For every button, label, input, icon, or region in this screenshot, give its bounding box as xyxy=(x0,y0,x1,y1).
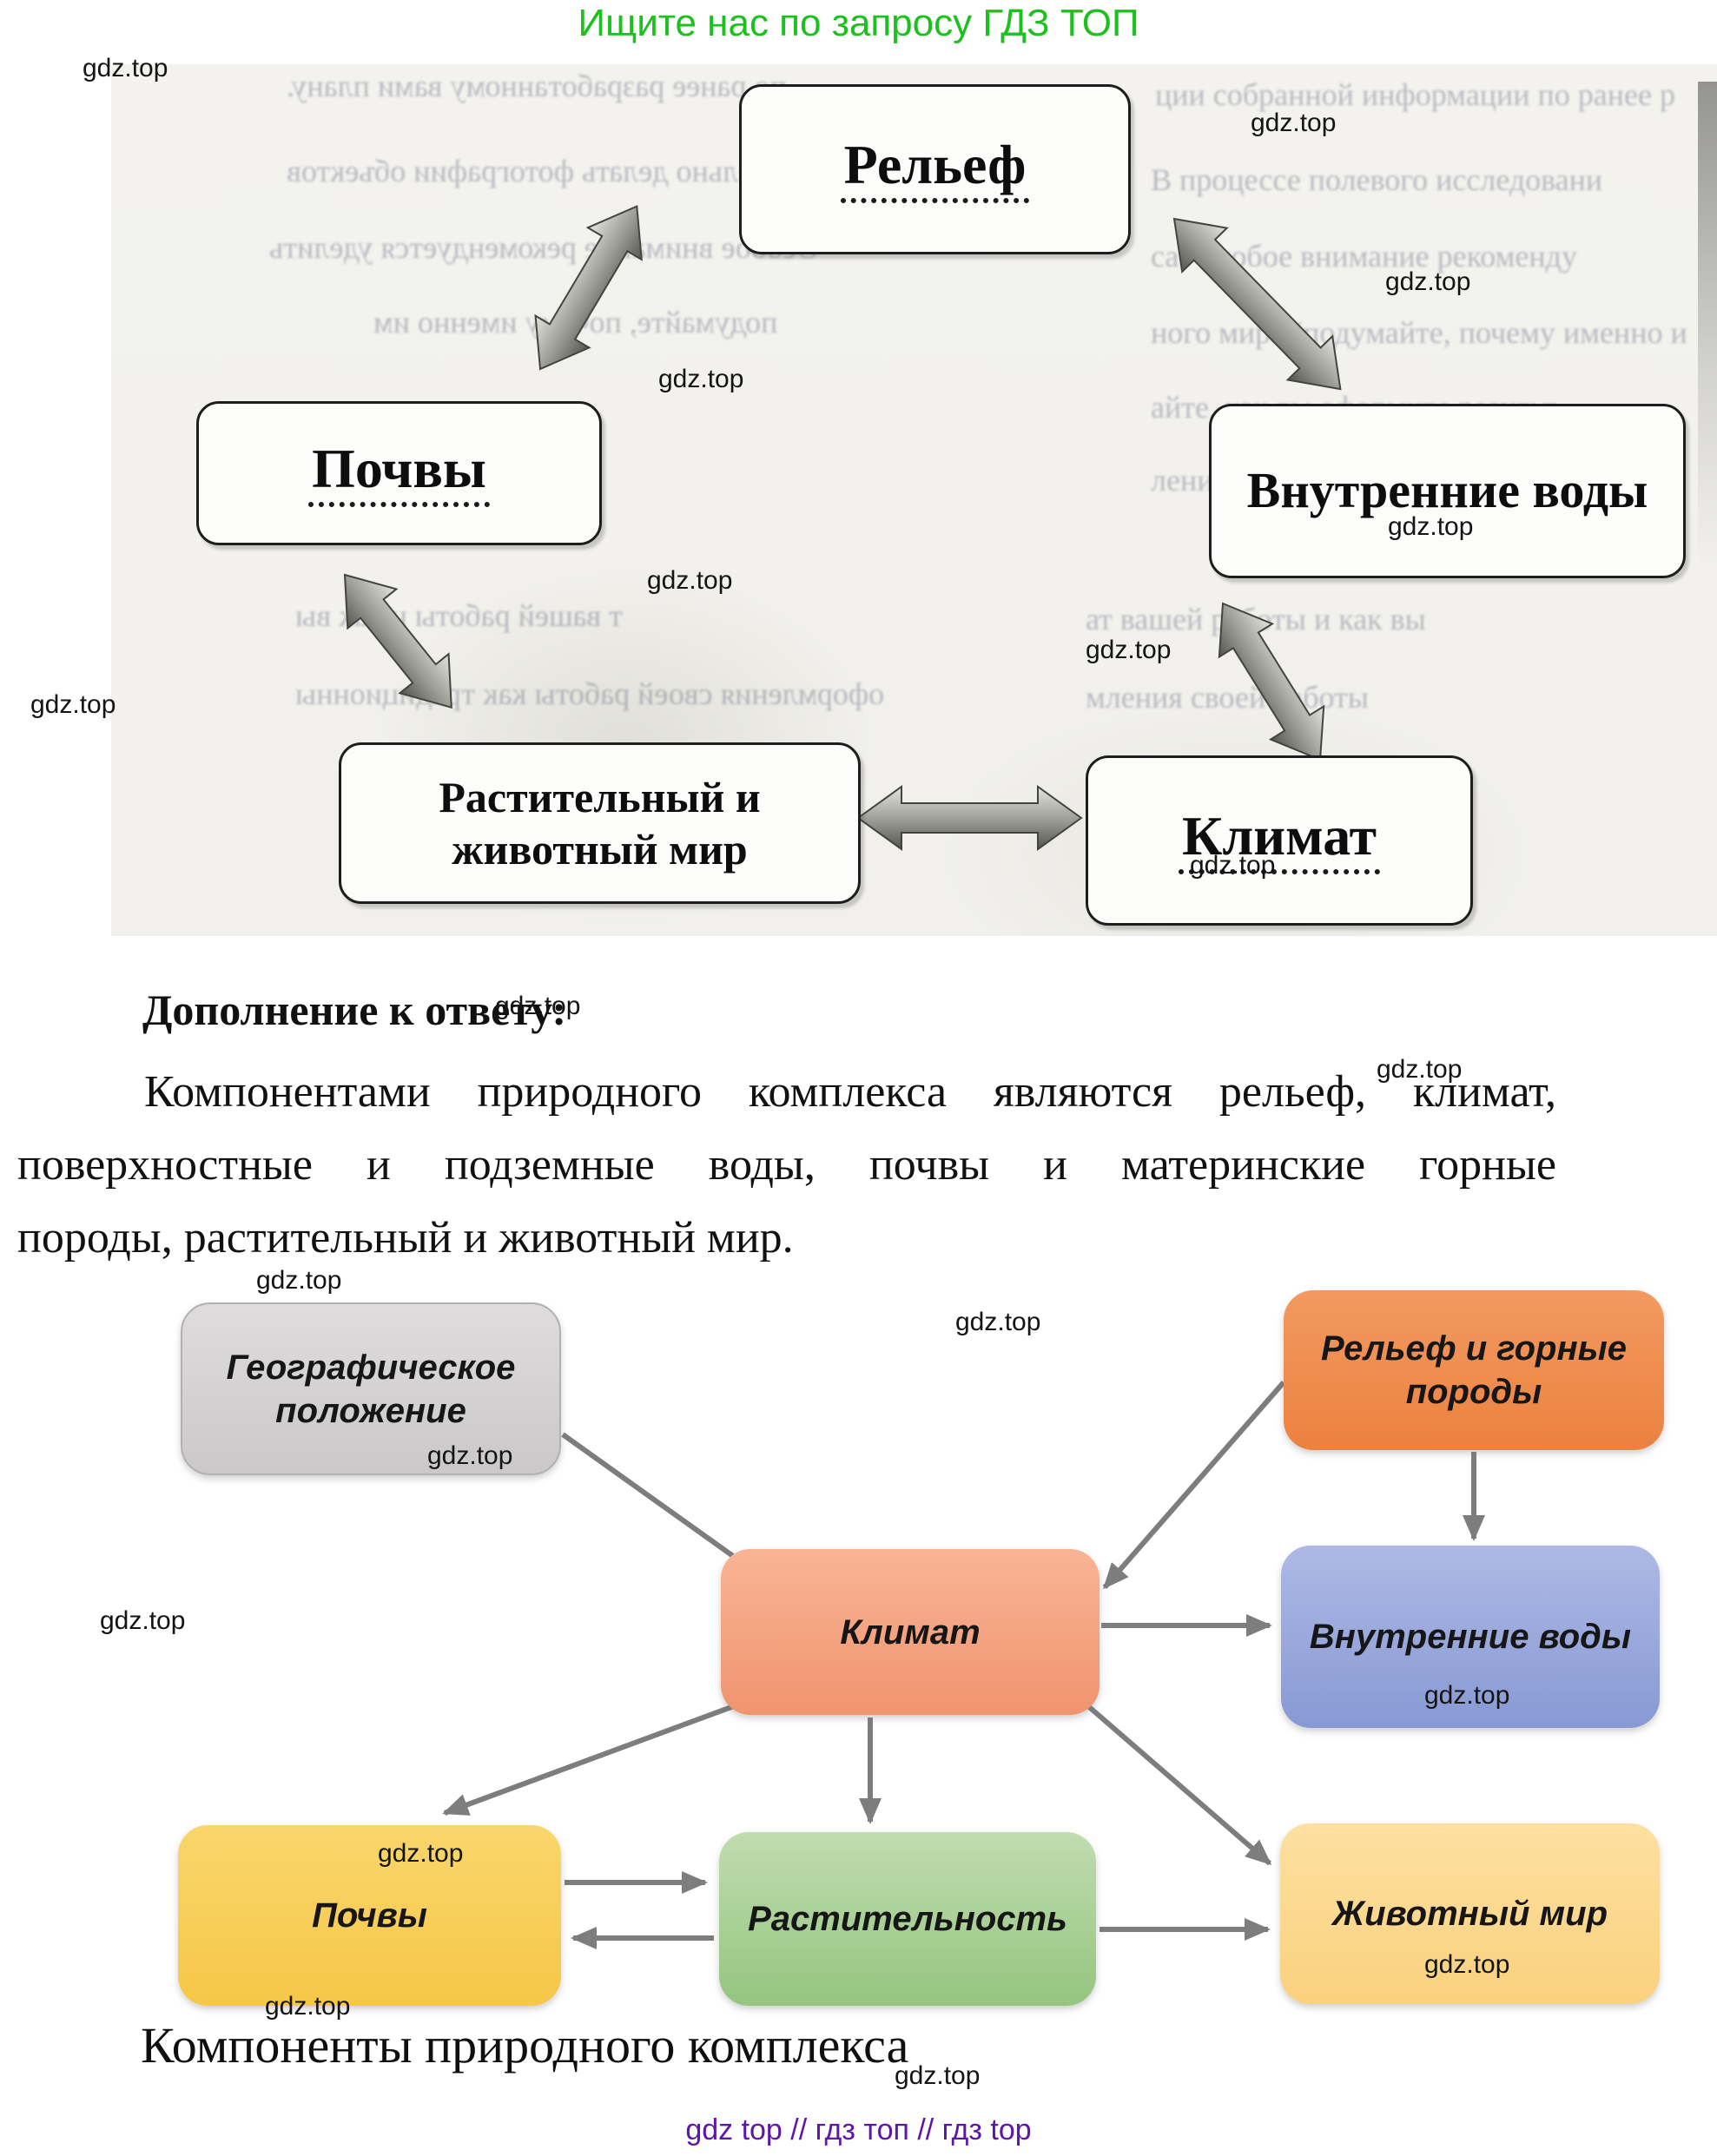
gdz-watermark: gdz.top xyxy=(427,1441,513,1470)
scan-bleed-text: ного мира (подумайте, почему именно и xyxy=(1151,315,1687,350)
gdz-watermark: gdz.top xyxy=(1424,1950,1510,1979)
gdz-watermark: gdz.top xyxy=(1086,636,1172,664)
gdz-watermark: gdz.top xyxy=(1251,109,1337,137)
node2-relief-rocks-label: Рельеф и горные породы xyxy=(1320,1329,1628,1411)
node2-fauna-label: Животный мир xyxy=(1331,1895,1608,1933)
arrow-soil-flora xyxy=(343,573,452,709)
gdz-watermark: gdz.top xyxy=(1424,1681,1510,1710)
gdz-watermark: gdz.top xyxy=(495,992,581,1020)
gdz-watermark: gdz.top xyxy=(647,566,733,595)
gdz-watermark: gdz.top xyxy=(265,1992,351,2021)
node2-climate-label: Климат xyxy=(840,1612,981,1652)
node2-geo-label: Географическое положение xyxy=(226,1348,516,1430)
answer-line: Компонентами природного комплекса являют… xyxy=(144,1067,1556,1117)
gdz-watermark: gdz.top xyxy=(955,1308,1041,1336)
gdz-watermark: gdz.top xyxy=(1377,1055,1463,1084)
gdz-watermark: gdz.top xyxy=(30,690,116,719)
node-relief: Рельеф xyxy=(739,84,1131,254)
edge-geo-climate xyxy=(561,1432,760,1576)
node2-soil: Почвы xyxy=(178,1825,561,2006)
node2-relief-rocks: Рельеф и горные породы xyxy=(1284,1290,1664,1450)
answer-line: поверхностные и подземные воды, почвы и … xyxy=(17,1140,1556,1190)
edge-relief-climate xyxy=(1102,1381,1286,1590)
node2-vegetation: Растительность xyxy=(719,1832,1096,2006)
gdz-watermark: gdz.top xyxy=(83,54,168,82)
edge-climate-soil xyxy=(442,1692,766,1816)
promo-banner: Ищите нас по запросу ГДЗ ТОП xyxy=(578,2,1139,44)
node2-geo: Географическое положение xyxy=(181,1302,561,1475)
node-climate-label: Климат xyxy=(1178,807,1381,874)
gdz-watermark: gdz.top xyxy=(658,365,744,393)
answer-heading: Дополнение к ответу: xyxy=(142,986,567,1034)
arrow-flora-climate xyxy=(856,785,1083,851)
node-waters: Внутренние воды xyxy=(1209,404,1686,578)
scan-bleed-text: ции собранной информации по ранее р xyxy=(1155,77,1675,112)
gdz-watermark: gdz.top xyxy=(1388,512,1474,541)
node-soil-label: Почвы xyxy=(308,439,490,507)
footer-watermark-line: gdz top // гдз топ // гдз top xyxy=(685,2113,1032,2146)
gdz-watermark: gdz.top xyxy=(100,1606,186,1635)
gdz-watermark: gdz.top xyxy=(378,1839,464,1868)
node-relief-label: Рельеф xyxy=(840,135,1030,203)
bottom-diagram-caption: Компоненты природного комплекса xyxy=(141,2017,909,2074)
node-waters-label: Внутренние воды xyxy=(1246,462,1648,519)
gdz-watermark: gdz.top xyxy=(1385,267,1471,296)
node2-vegetation-label: Растительность xyxy=(748,1900,1067,1938)
scan-bleed-text: В процессе полевого исследовани xyxy=(1151,162,1603,197)
gdz-watermark: gdz.top xyxy=(895,2061,981,2090)
scan-page-edge xyxy=(1698,82,1717,568)
node-flora-fauna-label: Растительный и животный мир xyxy=(439,773,761,874)
answer-line: породы, растительный и животный мир. xyxy=(17,1213,794,1263)
arrow-relief-waters xyxy=(1172,217,1342,391)
gdz-watermark: gdz.top xyxy=(1190,851,1276,880)
top-diagram-arrows xyxy=(343,205,1342,851)
gdz-watermark: gdz.top xyxy=(256,1266,342,1295)
node2-climate: Климат xyxy=(721,1549,1100,1715)
node2-waters-label: Внутренние воды xyxy=(1309,1618,1632,1656)
node-soil: Почвы xyxy=(196,401,602,545)
node2-fauna: Животный мир xyxy=(1280,1823,1660,2004)
arrow-soil-relief xyxy=(534,205,643,371)
node2-soil-label: Почвы xyxy=(312,1896,427,1935)
node-flora-fauna: Растительный и животный мир xyxy=(339,742,861,904)
node-climate: Климат xyxy=(1086,755,1473,926)
node2-waters: Внутренние воды xyxy=(1281,1546,1660,1728)
edge-climate-fauna xyxy=(1073,1692,1272,1866)
